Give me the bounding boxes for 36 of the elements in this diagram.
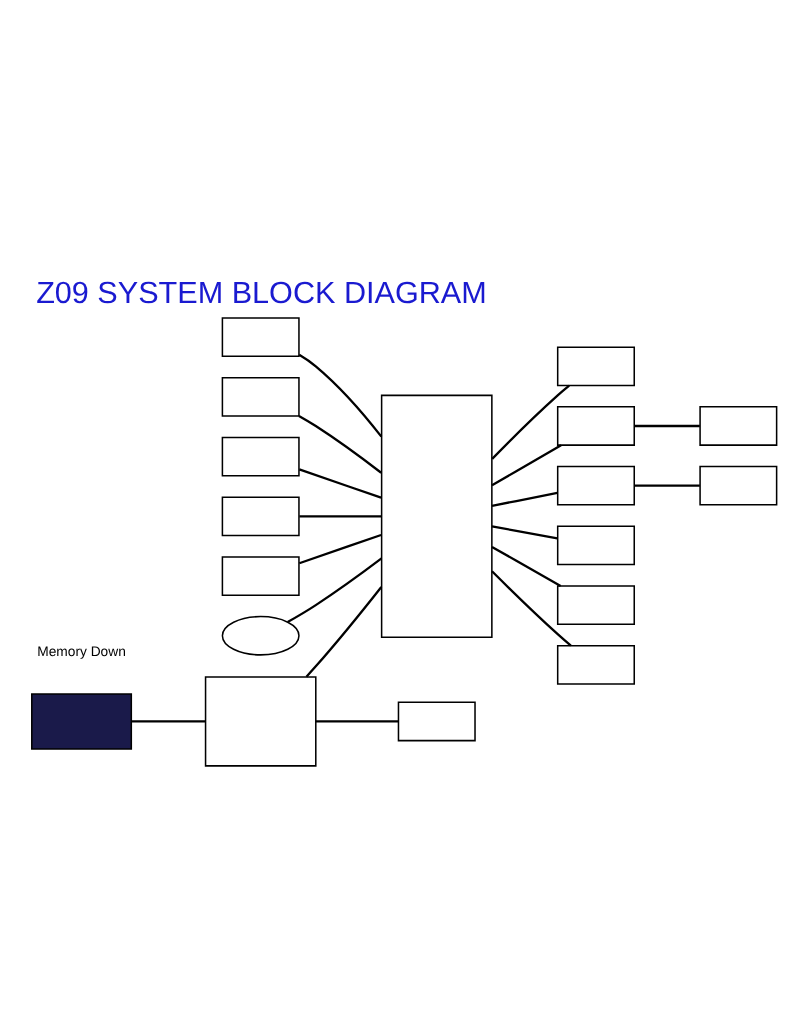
connector bbox=[298, 467, 382, 498]
node-box bbox=[699, 405, 778, 445]
connector bbox=[634, 423, 700, 427]
node-box bbox=[699, 464, 778, 505]
node-box bbox=[221, 316, 300, 357]
connector bbox=[298, 352, 383, 437]
node-box bbox=[556, 405, 635, 445]
connector bbox=[491, 490, 558, 506]
connector bbox=[634, 483, 700, 486]
connector bbox=[491, 544, 562, 586]
connector bbox=[298, 532, 382, 564]
connector bbox=[287, 556, 383, 623]
node-box bbox=[221, 555, 300, 595]
node-box bbox=[221, 495, 300, 536]
connector bbox=[299, 514, 382, 517]
node-box bbox=[380, 393, 493, 638]
connector bbox=[316, 719, 399, 722]
node-box bbox=[397, 700, 476, 741]
diagram-title: Z09 SYSTEM BLOCK DIAGRAM bbox=[36, 275, 487, 310]
node-box bbox=[556, 345, 635, 386]
connector bbox=[491, 443, 562, 486]
connector bbox=[305, 585, 383, 677]
connector bbox=[131, 719, 206, 722]
node-box bbox=[556, 464, 635, 505]
node-box bbox=[556, 524, 635, 565]
node-box bbox=[556, 643, 635, 684]
node-box bbox=[556, 584, 635, 625]
connector bbox=[491, 524, 558, 539]
node-circle bbox=[221, 614, 300, 655]
node-box bbox=[204, 675, 317, 766]
connector bbox=[491, 383, 570, 459]
node-box bbox=[31, 692, 133, 749]
connector bbox=[298, 413, 382, 473]
connector bbox=[491, 569, 572, 646]
node-box bbox=[221, 376, 300, 416]
node-box bbox=[221, 435, 300, 476]
